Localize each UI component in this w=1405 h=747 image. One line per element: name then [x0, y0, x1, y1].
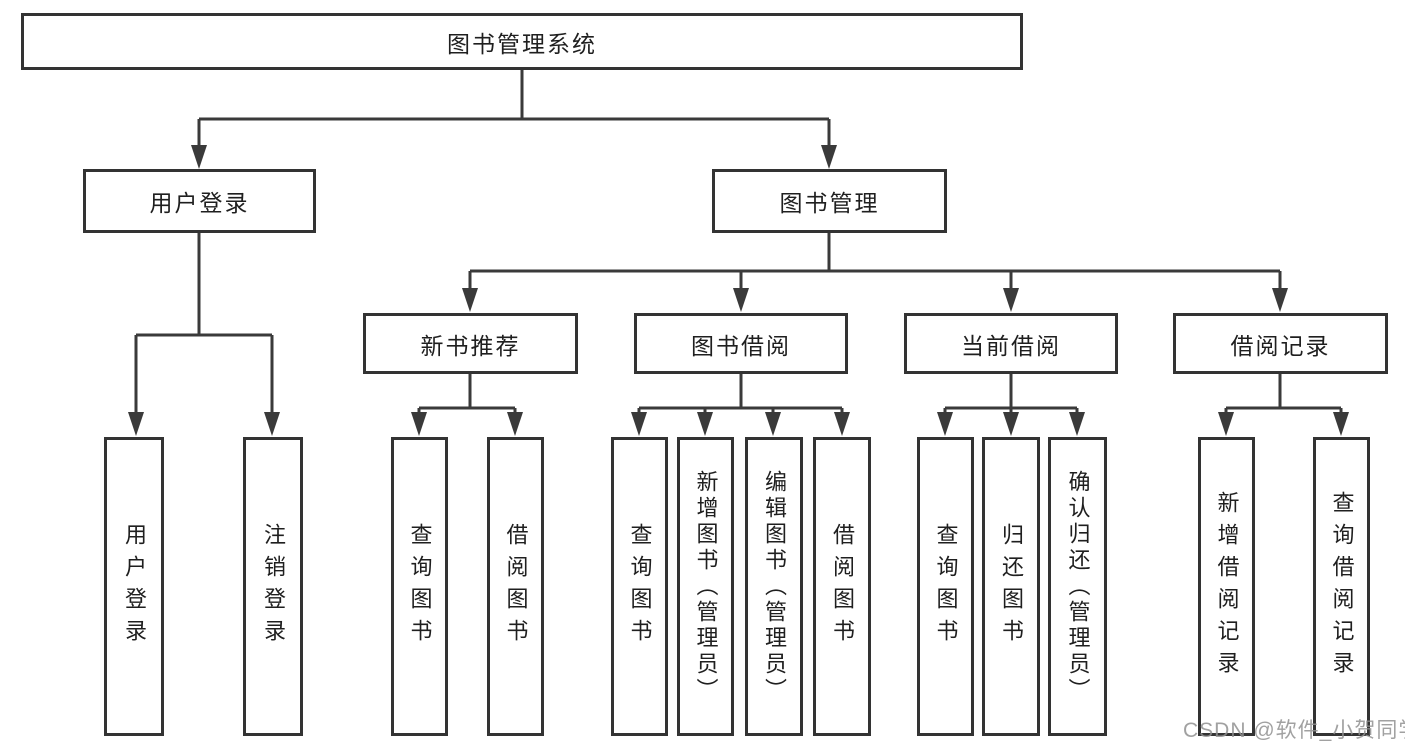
leaf-label: 新增图书（管理员） [693, 469, 719, 704]
node-label: 新书推荐 [420, 332, 521, 359]
leaf-label: 查询借阅记录 [1329, 490, 1355, 683]
leaf-confirm-return-admin: 确认归还（管理员） [1048, 437, 1107, 736]
leaf-query-books: 查询图书 [611, 437, 668, 736]
node-book-management: 图书管理 [712, 169, 947, 233]
node-label: 图书管理系统 [447, 30, 597, 57]
node-borrowing-records: 借阅记录 [1173, 313, 1388, 374]
leaf-add-borrow-record: 新增借阅记录 [1198, 437, 1255, 736]
leaf-borrow-books: 借阅图书 [813, 437, 871, 736]
arrowheads [128, 145, 1349, 436]
node-current-borrowing: 当前借阅 [904, 313, 1118, 374]
leaf-label: 借阅图书 [830, 522, 855, 651]
leaf-label: 查询图书 [627, 522, 653, 651]
node-book-borrowing: 图书借阅 [634, 313, 848, 374]
node-label: 当前借阅 [961, 332, 1061, 359]
leaf-label: 借阅图书 [503, 522, 529, 651]
leaf-borrow-books: 借阅图书 [487, 437, 544, 736]
leaf-query-borrow-record: 查询借阅记录 [1313, 437, 1370, 736]
leaf-query-books: 查询图书 [391, 437, 448, 736]
leaf-label: 新增借阅记录 [1214, 490, 1240, 683]
leaf-user-login: 用户登录 [104, 437, 164, 736]
leaf-label: 注销登录 [261, 522, 286, 651]
node-label: 用户登录 [149, 190, 250, 216]
leaf-query-books: 查询图书 [917, 437, 974, 736]
leaf-edit-books-admin: 编辑图书（管理员） [745, 437, 803, 736]
leaf-label: 归还图书 [999, 522, 1024, 651]
node-library-management-system: 图书管理系统 [21, 13, 1023, 70]
leaf-label: 查询图书 [407, 522, 433, 651]
csdn-watermark: CSDN @软件_小贺同学 [1183, 719, 1405, 742]
node-label: 图书借阅 [691, 332, 791, 359]
leaf-label: 查询图书 [933, 522, 959, 651]
leaf-label: 编辑图书（管理员） [762, 469, 787, 704]
leaf-logout: 注销登录 [243, 437, 303, 736]
node-label: 图书管理 [779, 190, 880, 216]
node-new-book-recommendation: 新书推荐 [363, 313, 578, 374]
leaf-return-books: 归还图书 [982, 437, 1040, 736]
leaf-label: 用户登录 [122, 522, 147, 651]
leaf-label: 确认归还（管理员） [1065, 469, 1091, 704]
node-label: 借阅记录 [1230, 332, 1331, 359]
leaf-add-books-admin: 新增图书（管理员） [677, 437, 734, 736]
node-user-login: 用户登录 [83, 169, 316, 233]
